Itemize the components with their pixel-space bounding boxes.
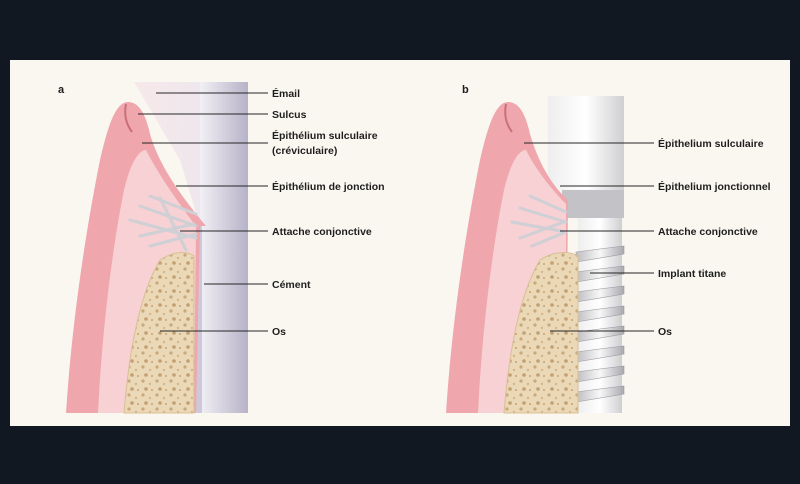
sulcus-groove-b bbox=[504, 103, 513, 133]
panel-a: a Émail Su bbox=[58, 82, 385, 414]
cement-layer bbox=[196, 225, 202, 413]
label-email: Émail bbox=[272, 87, 300, 100]
implant-collar bbox=[562, 190, 624, 218]
label-cement: Cément bbox=[272, 279, 311, 291]
panel-b-leaders bbox=[524, 142, 654, 332]
connective-fibers bbox=[128, 194, 198, 252]
bone-b bbox=[503, 252, 579, 414]
panel-b: b bbox=[446, 84, 771, 414]
tooth-root bbox=[200, 82, 248, 413]
enamel-region bbox=[134, 82, 218, 226]
label-os-b: Os bbox=[658, 326, 672, 338]
connective-fibers-b bbox=[510, 194, 568, 248]
panel-a-leaders bbox=[138, 92, 268, 332]
label-epithelium-sulculaire-b: Épithelium sulculaire bbox=[658, 137, 764, 150]
bone bbox=[123, 252, 195, 414]
label-attache-conjonctive-a: Attache conjonctive bbox=[272, 226, 372, 238]
implant-threads bbox=[575, 245, 625, 403]
label-epithelium-sulculaire: Épithélium sulculaire bbox=[272, 129, 378, 142]
label-epithelium-jonctionnel: Épithelium jonctionnel bbox=[658, 180, 771, 193]
sulcus-groove bbox=[124, 103, 133, 133]
panel-b-letter: b bbox=[462, 84, 469, 96]
label-sulcus: Sulcus bbox=[272, 109, 307, 121]
panel-a-letter: a bbox=[58, 84, 65, 96]
label-attache-conjonctive-b: Attache conjonctive bbox=[658, 226, 758, 238]
label-implant-titane: Implant titane bbox=[658, 268, 726, 280]
label-epithelium-sulculaire-paren: (créviculaire) bbox=[272, 145, 337, 157]
label-os-a: Os bbox=[272, 326, 286, 338]
label-epithelium-jonction: Épithélium de jonction bbox=[272, 180, 385, 193]
